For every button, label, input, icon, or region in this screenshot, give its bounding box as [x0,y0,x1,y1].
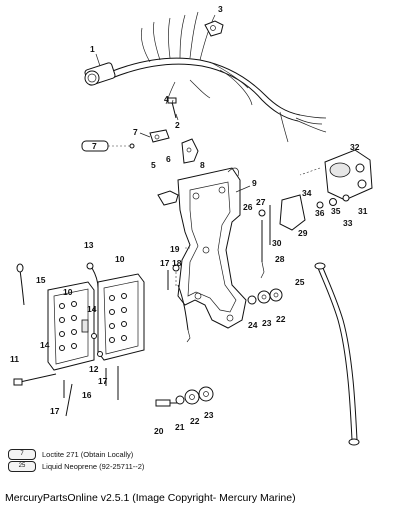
screws-center [167,247,191,343]
loctite-tube: 7 [81,140,135,152]
callout-13: 13 [84,240,94,250]
callout-21: 21 [175,422,185,432]
callout-5: 5 [151,160,156,170]
switch-box-left [47,281,95,371]
legend-text-loctite: Loctite 271 (Obtain Locally) [42,450,134,459]
callout-29: 29 [298,228,308,238]
callout-3: 3 [218,4,223,14]
callout-4: 4 [164,94,169,104]
callout-36: 36 [315,208,325,218]
clamp-bracket-top [204,20,224,37]
callout-12: 12 [89,364,99,374]
callout-31: 31 [358,206,368,216]
legend-key-7: 7 [8,449,36,460]
callout-17: 17 [160,258,170,268]
callout-17c: 17 [98,376,108,386]
callout-1: 1 [90,44,95,54]
callout-23b: 23 [262,318,272,328]
callout-10: 10 [63,287,73,297]
callout-19: 19 [170,244,180,254]
callout-24: 24 [248,320,258,330]
clamp-3-mid [157,190,179,206]
callout-2: 2 [175,120,180,130]
callout-22: 22 [190,416,200,426]
callout-10b: 10 [115,254,125,264]
callout-33: 33 [343,218,353,228]
wiring-harness [84,11,327,143]
callout-9: 9 [252,178,257,188]
switch-box-right [97,273,145,361]
callout-26: 26 [243,202,253,212]
legend-row-neoprene: 25 Liquid Neoprene (92-25711--2) [8,461,144,472]
mounting-plate [177,167,247,329]
callout-6: 6 [166,154,171,164]
callout-15: 15 [36,275,46,285]
copyright-footer: MercuryPartsOnline v2.5.1 (Image Copyrig… [5,492,296,504]
callout-32: 32 [350,142,360,152]
callout-11: 11 [10,354,19,364]
callout-27: 27 [256,197,266,207]
callout-7: 7 [133,127,138,137]
bracket-6 [149,129,170,143]
svg-text:7: 7 [92,141,97,151]
legend-key-25: 25 [8,461,36,472]
hardware-right [258,194,350,279]
callout-28: 28 [275,254,285,264]
screw-4 [167,97,177,119]
callout-34: 34 [302,188,312,198]
callout-17b: 17 [50,406,60,416]
callout-18: 18 [172,258,182,268]
starter-solenoid [299,149,373,201]
solenoid-bracket [279,194,306,231]
callouts: 1 2 3 4 5 6 7 8 9 10 10 11 12 13 14 14 1… [10,4,368,436]
switch-box-leads [13,262,119,417]
callout-35: 35 [331,206,341,216]
legend-row-loctite: 7 Loctite 271 (Obtain Locally) [8,449,133,460]
parts-diagram: 7 [10,4,373,446]
legend-text-neoprene: Liquid Neoprene (92-25711--2) [42,462,145,471]
battery-cable [314,262,360,446]
callout-14: 14 [40,340,50,350]
callout-14b: 14 [87,304,97,314]
callout-25: 25 [295,277,305,287]
washers-upper [247,288,283,305]
washers-lower [155,386,214,407]
callout-20: 20 [154,426,164,436]
callout-23: 23 [204,410,214,420]
callout-30: 30 [272,238,282,248]
bracket-8 [181,138,199,164]
callout-22b: 22 [276,314,286,324]
callout-16: 16 [82,390,92,400]
callout-8: 8 [200,160,205,170]
